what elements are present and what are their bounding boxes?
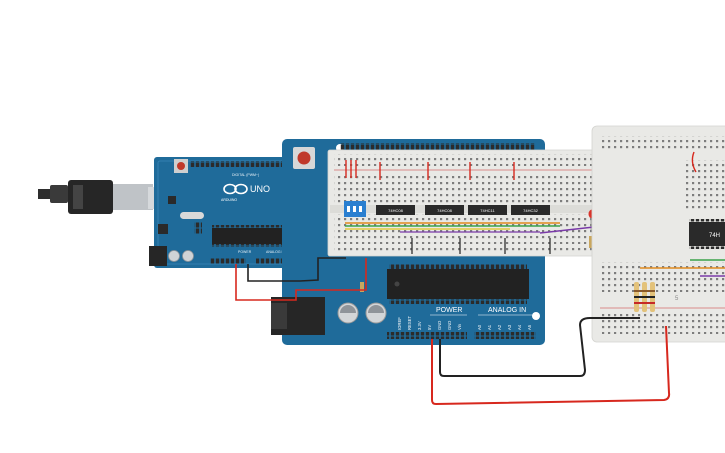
logic-chip-1[interactable]: 74HC08 (376, 205, 415, 215)
crystal-oscillator (180, 212, 204, 219)
svg-text:74H: 74H (709, 233, 720, 239)
logic-chip-3[interactable]: 74HC11 (468, 205, 507, 215)
logic-chip-4[interactable]: 74HC32 (511, 205, 550, 215)
svg-text:GND: GND (437, 321, 442, 330)
svg-text:ANALOG IN: ANALOG IN (266, 250, 286, 254)
arduino-uno-small[interactable]: DIGITAL (PWM~) UNO ARDUINO POWER ANALOG … (149, 157, 296, 268)
digital-header-large[interactable] (340, 143, 535, 151)
power-header-small[interactable] (210, 258, 246, 264)
svg-text:DIGITAL (PWM~): DIGITAL (PWM~) (232, 173, 259, 177)
svg-text:74HC08: 74HC08 (437, 208, 452, 213)
analog-header-large[interactable] (474, 332, 536, 339)
svg-text:Vin: Vin (457, 323, 462, 330)
analog-label-large: ANALOG IN (488, 307, 526, 314)
capacitor-icon (182, 250, 194, 262)
svg-text:A3: A3 (507, 324, 512, 330)
svg-text:74HC32: 74HC32 (523, 208, 538, 213)
arduino-brand-text: ARDUINO (221, 198, 237, 202)
power-jack-small[interactable] (149, 246, 167, 266)
svg-text:5: 5 (675, 296, 679, 302)
logic-chip-right[interactable]: 74H (689, 219, 725, 249)
led-resistor[interactable] (589, 236, 593, 248)
svg-text:POWER: POWER (238, 250, 252, 254)
svg-text:3.3V: 3.3V (417, 321, 422, 330)
arduino-logo-small (223, 183, 248, 195)
analog-header-small[interactable] (256, 258, 288, 264)
capacitor-icon (168, 250, 180, 262)
svg-text:IOREF: IOREF (397, 317, 402, 330)
svg-text:5V: 5V (427, 325, 432, 330)
svg-text:A0: A0 (477, 324, 482, 330)
svg-text:GND: GND (447, 321, 452, 330)
svg-text:A5: A5 (527, 324, 532, 330)
svg-text:A2: A2 (497, 324, 502, 330)
usb-cable[interactable] (38, 180, 172, 214)
power-header-large[interactable] (387, 332, 467, 339)
logic-chip-2[interactable]: 74HC08 (425, 205, 464, 215)
power-label-large: POWER (436, 307, 462, 314)
microcontroller-chip-large (387, 269, 529, 299)
uno-logo-text: UNO (250, 184, 270, 194)
svg-text:A4: A4 (517, 324, 522, 330)
wires[interactable] (235, 257, 671, 406)
resistor-array[interactable] (634, 282, 655, 312)
svg-text:74HC08: 74HC08 (388, 208, 403, 213)
svg-text:RESET: RESET (407, 316, 412, 330)
digital-header-small[interactable] (190, 161, 288, 167)
microcontroller-chip-small (212, 228, 292, 244)
breadboard-right[interactable]: 5 74H (591, 125, 725, 343)
svg-text:A1: A1 (487, 324, 492, 330)
svg-text:74HC11: 74HC11 (480, 208, 495, 213)
